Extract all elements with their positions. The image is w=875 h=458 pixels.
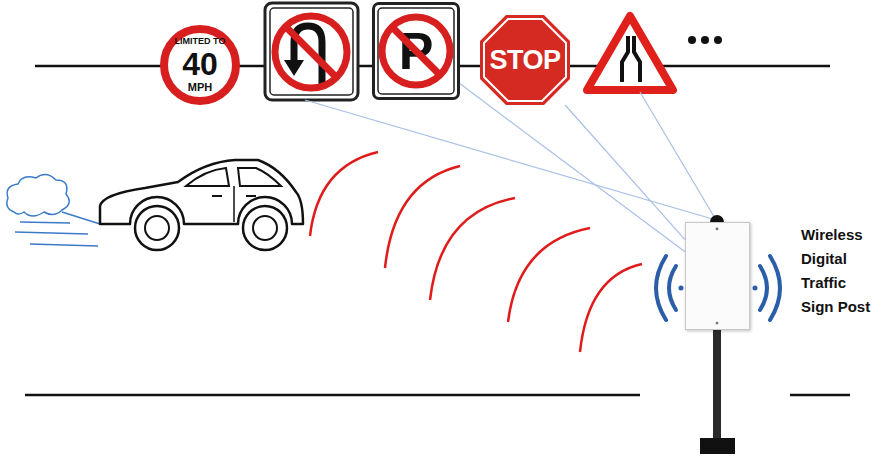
wireless-dot	[753, 286, 758, 291]
speed-line	[30, 244, 98, 246]
car-handle	[212, 195, 222, 197]
signal-arc	[430, 198, 515, 300]
no-u-turn-sign	[265, 3, 358, 100]
sign-text: 40	[182, 48, 218, 80]
car	[100, 160, 303, 250]
no-parking-sign: P	[372, 2, 460, 100]
signal-line	[640, 92, 716, 220]
ellipsis-dot	[701, 36, 709, 44]
road-marking	[634, 36, 640, 82]
wireless-arc	[760, 266, 767, 310]
signal-arc	[580, 264, 642, 352]
speed-line	[20, 222, 70, 223]
road-narrows-sign	[587, 16, 673, 90]
screw	[716, 322, 719, 325]
car-wheel	[135, 206, 179, 250]
screw	[716, 227, 719, 230]
signal-line	[305, 100, 716, 220]
exhaust-cloud	[7, 174, 69, 216]
sign-text: MPH	[188, 82, 212, 93]
speed-line	[15, 232, 88, 234]
connector-line	[565, 105, 685, 240]
ellipsis-dot	[714, 36, 722, 44]
wireless-arc	[656, 256, 666, 320]
signal-connector	[565, 105, 685, 240]
car-hub	[145, 216, 169, 240]
speed-line	[62, 212, 100, 224]
connector-line	[460, 84, 685, 252]
post-cap	[710, 215, 724, 222]
prohibition-slash	[392, 27, 440, 75]
octagon	[480, 15, 570, 105]
road-marking	[622, 36, 628, 82]
car-handle	[246, 195, 256, 197]
speed-limit-sign: LIMITED TO 40MPH	[160, 25, 240, 105]
slash-layer	[375, 5, 457, 97]
car-door-line	[233, 186, 235, 222]
signal-arc	[385, 166, 460, 268]
post-base	[700, 438, 735, 454]
wireless-dot	[679, 286, 684, 291]
signal-connector	[460, 84, 685, 252]
wireless-arc	[770, 256, 780, 320]
sign-inner-border	[270, 8, 353, 95]
prohibition-ring	[275, 16, 347, 88]
box-screws	[686, 223, 749, 329]
car-hub	[253, 216, 277, 240]
sign-post-box: Wireless Digital Traffic Sign Post	[685, 222, 750, 330]
sign-text: Wireless Digital Traffic Sign Post	[801, 223, 875, 319]
warning-triangle	[587, 16, 673, 90]
sign-text: LIMITED TO	[175, 37, 226, 46]
car-wheel	[243, 206, 287, 250]
car-window	[238, 168, 281, 186]
road-edge-bottom	[790, 394, 850, 397]
signal-arc	[310, 152, 378, 236]
road-edge-bottom	[25, 394, 640, 397]
ellipsis-dot	[688, 36, 696, 44]
post-pole	[713, 330, 721, 440]
prohibition-ring	[382, 17, 450, 85]
wireless-arc	[669, 266, 676, 310]
sign-plate	[265, 3, 358, 100]
signal-waves	[310, 152, 642, 352]
octagon-rim	[484, 19, 566, 101]
car-window	[186, 168, 229, 186]
sign-text: STOP	[489, 47, 560, 74]
stop-sign: STOP	[480, 15, 570, 105]
signal-arc	[508, 228, 590, 322]
prohibition-slash	[286, 27, 336, 77]
sign-inner-border	[378, 8, 454, 94]
arrow-head	[284, 60, 304, 76]
